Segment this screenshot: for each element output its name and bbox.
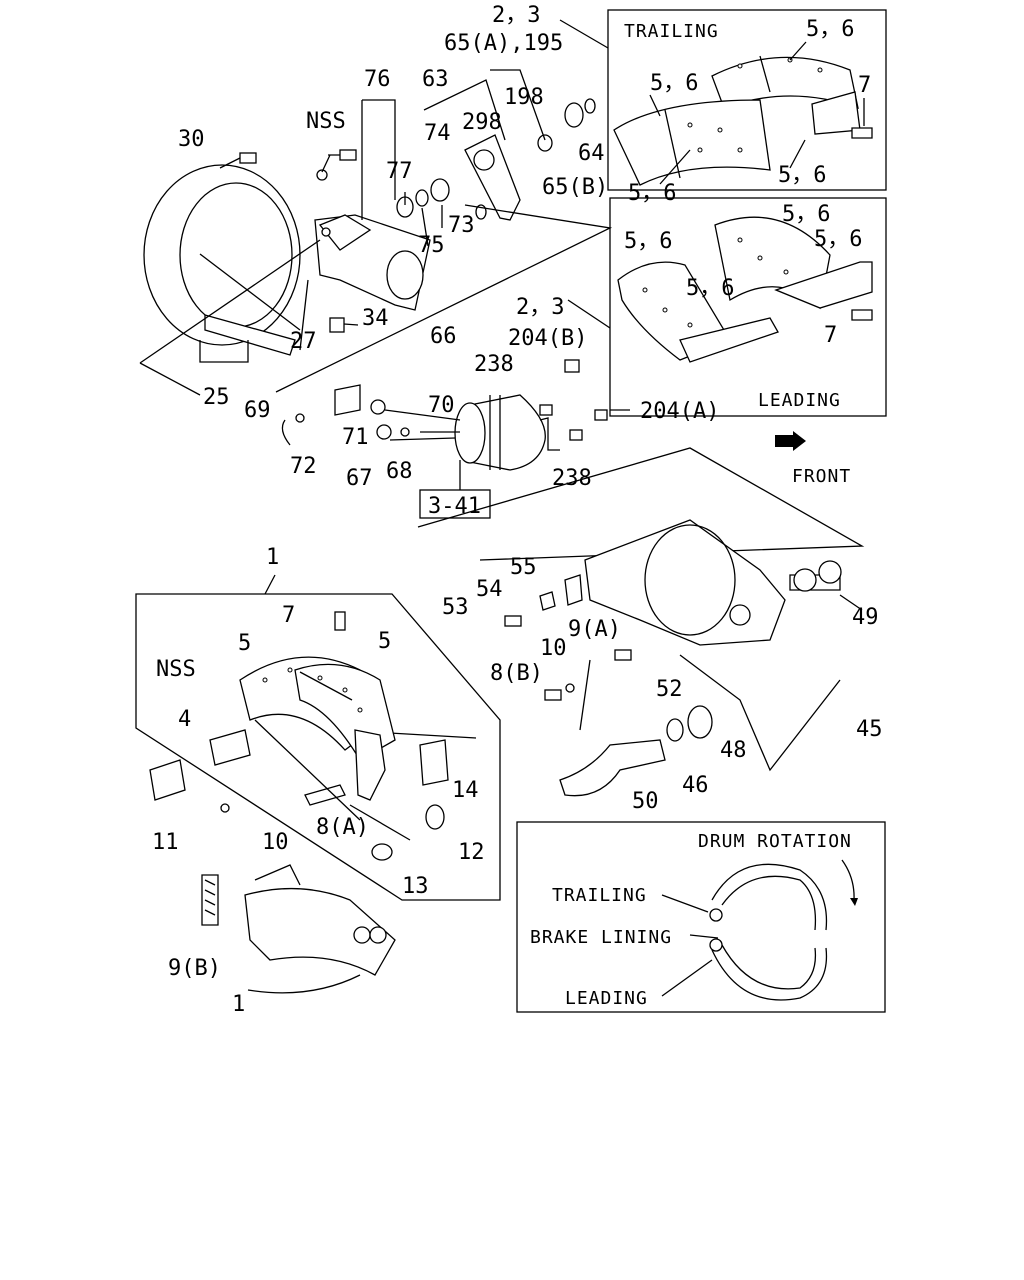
callout-53: 53 [442,595,469,620]
callout-7: 7 [858,73,871,98]
brake-chamber [281,359,630,490]
callout-238: 238 [552,466,592,491]
callout-1: 1 [232,992,245,1017]
camshaft-bracket [314,214,431,311]
callout-5-6: 5，6 [814,227,863,252]
callout-13: 13 [402,874,429,899]
callout-5: 5 [238,631,251,656]
leading-inset: 5，6 5，6 5，6 5，6 7 LEADING [609,197,887,417]
callout-65a-195: 65(A),195 [444,31,563,56]
rivet-holes [642,237,789,328]
leading-title: LEADING [758,390,841,411]
shoe-assembly [135,574,501,901]
callout-2-3: 2，3 [516,295,565,320]
callout-298: 298 [462,110,502,135]
callout-52: 52 [656,677,683,702]
callout-5-6: 5，6 [782,202,831,227]
callout-68: 68 [386,459,413,484]
callout-27: 27 [290,329,317,354]
callout-55: 55 [510,555,537,580]
callout-9a: 9(A) [568,617,621,642]
callout-14: 14 [452,778,479,803]
callout-65b: 65(B) [542,175,608,200]
callout-10: 10 [262,830,289,855]
callout-54: 54 [476,577,503,602]
brake-lining-label: BRAKE LINING [530,927,672,948]
callout-30: 30 [178,127,205,152]
ref-box-3-41 [419,489,491,519]
callout-76: 76 [364,67,391,92]
drum-rotation-box: DRUM ROTATION TRAILING BRAKE LINING LEAD… [516,821,886,1013]
callout-5-6: 5，6 [650,71,699,96]
callout-45: 45 [856,717,883,742]
callout-4: 4 [178,707,191,732]
callout-8a: 8(A) [316,815,369,840]
callout-34: 34 [362,306,389,331]
callout-9b: 9(B) [168,956,221,981]
callout-48: 48 [720,738,747,763]
callout-nss: NSS [306,109,346,134]
callout-nss: NSS [156,657,196,682]
callout-63: 63 [422,67,449,92]
callout-71: 71 [342,425,369,450]
trailing-title: TRAILING [624,21,719,42]
slack-adjuster [464,134,521,221]
leading-label: LEADING [565,988,648,1009]
callout-66: 66 [430,324,457,349]
lower-shoe [201,864,396,994]
callout-labels: 2，3 65(A),195 63 198 298 76 NSS 30 74 64… [152,3,883,1017]
callout-70: 70 [428,393,455,418]
callout-5-6: 5，6 [686,276,735,301]
front-label: FRONT [792,466,851,487]
trailing-inset: TRAILING 5，6 5，6 7 5，6 5，6 [607,9,887,206]
rivet-holes [262,667,363,713]
callout-25: 25 [203,385,230,410]
callout-8b: 8(B) [490,661,543,686]
callout-7: 7 [282,603,295,628]
callout-5: 5 [378,629,391,654]
callout-74: 74 [424,121,451,146]
callout-46: 46 [682,773,709,798]
callout-204a: 204(A) [640,399,719,424]
top-leaders [139,19,613,396]
callout-3-41: 3-41 [428,494,481,519]
callout-5-6: 5，6 [778,163,827,188]
callout-5-6: 5，6 [628,181,677,206]
callout-64: 64 [578,141,605,166]
callout-5-6: 5，6 [806,17,855,42]
callout-77: 77 [386,159,413,184]
callout-204b: 204(B) [508,326,587,351]
callout-73: 73 [448,213,475,238]
callout-7: 7 [824,323,837,348]
callout-1: 1 [266,545,279,570]
callout-198: 198 [504,85,544,110]
callout-238: 238 [474,352,514,377]
callout-67: 67 [346,466,373,491]
callout-10: 10 [540,636,567,661]
callout-50: 50 [632,789,659,814]
backing-plate [143,164,301,356]
callout-2-3: 2，3 [492,3,541,28]
callout-12: 12 [458,840,485,865]
spider-housing [417,447,865,797]
drum-rotation-title: DRUM ROTATION [698,831,852,852]
front-arrow-icon [775,431,806,451]
callout-75: 75 [418,233,445,258]
callout-11: 11 [152,830,179,855]
callout-69: 69 [244,398,271,423]
callout-5-6: 5，6 [624,229,673,254]
trailing-label: TRAILING [552,885,647,906]
callout-49: 49 [852,605,879,630]
bolts-washers-top [239,98,596,333]
callout-72: 72 [290,454,317,479]
